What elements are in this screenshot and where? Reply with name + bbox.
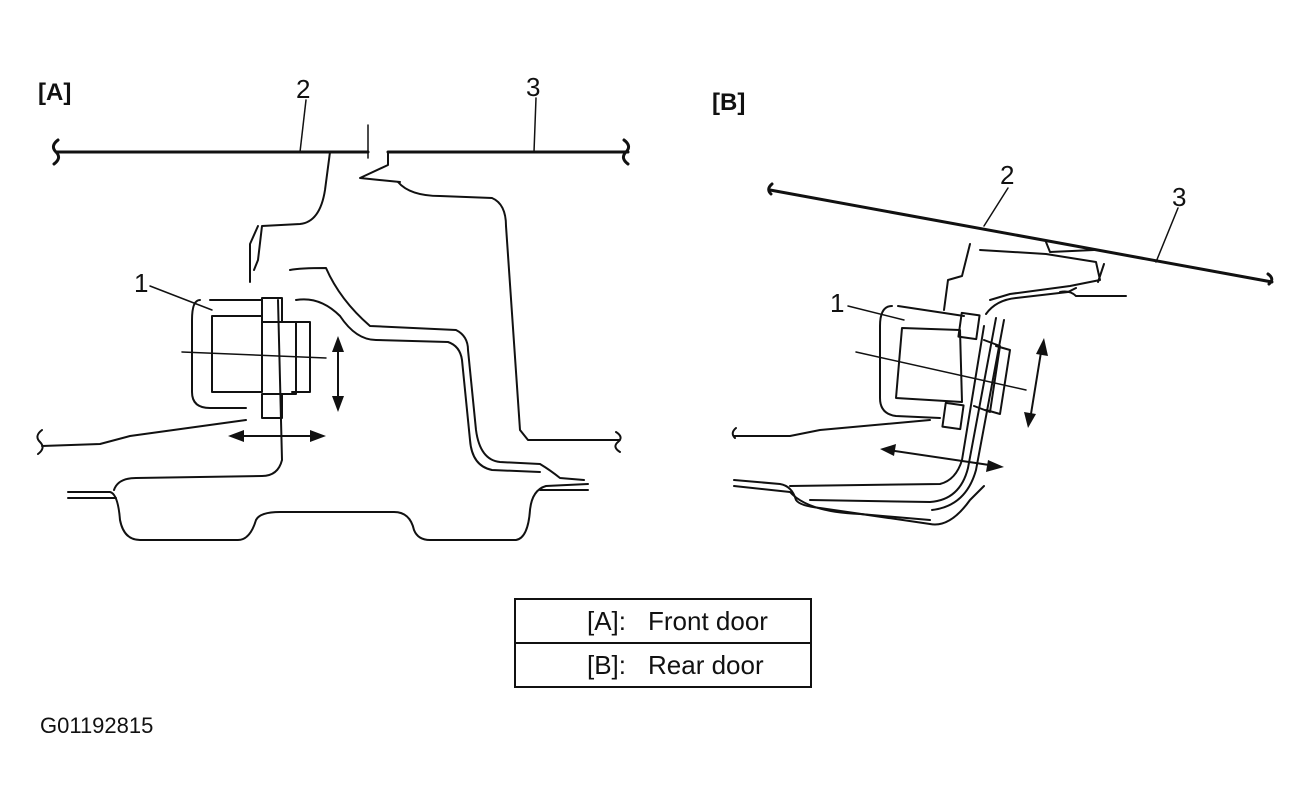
adjust-arrow-horizontal-b: [880, 444, 1004, 472]
hinge-axis-a: [181, 351, 327, 359]
sill-flange-b: [733, 485, 931, 521]
bolt-lower-a: [261, 393, 283, 419]
door-inner-mid-a: [295, 298, 541, 473]
body-panel-line-a3: [386, 138, 631, 166]
sill-a: [67, 483, 589, 541]
lower-body-b: [731, 419, 931, 439]
panel-label-b: [B]: [712, 89, 745, 116]
leader-a2: [299, 99, 307, 153]
body-panel-line-a2: [51, 138, 370, 166]
figure-code: G01192815: [40, 713, 154, 738]
legend-table: [A]: Front door [B]: Rear door: [514, 598, 812, 688]
door-inner-a: [289, 267, 585, 481]
panel-b-rear-door: [B]: [712, 89, 1274, 526]
bolt-upper-b: [957, 311, 981, 341]
flange-b: [1045, 241, 1095, 253]
hinge-plate-a: [281, 321, 311, 395]
pillar-outline-b: [943, 243, 1101, 311]
adjust-arrow-vertical-b: [1024, 338, 1048, 428]
sill-flange-a: [67, 489, 589, 499]
flange-a3: [359, 151, 401, 183]
door-inner-lower-a: [113, 299, 283, 491]
leader-b3: [1155, 207, 1179, 263]
legend-key: [B]:: [515, 642, 638, 687]
leader-a1: [149, 285, 213, 311]
callout-b2: 2: [1000, 160, 1014, 190]
hinge-bracket-a: [191, 299, 263, 409]
leader-a3: [533, 97, 537, 153]
legend-row: [A]: Front door: [515, 599, 811, 643]
adjust-arrow-vertical-a: [332, 336, 344, 412]
leader-b1: [847, 305, 905, 321]
door-outer-a: [397, 181, 622, 453]
panel-label-a: [A]: [38, 79, 71, 106]
panel-a-front-door: [A]: [36, 72, 631, 541]
adjust-arrow-horizontal-a: [228, 430, 326, 442]
legend-row: [B]: Rear door: [515, 642, 811, 687]
callout-a2: 2: [296, 74, 310, 104]
hinge-bracket-b: [879, 305, 965, 419]
sill-b: [733, 479, 985, 526]
callout-b1: 1: [830, 288, 844, 318]
body-panel-line-b: [767, 182, 1274, 286]
callout-a3: 3: [526, 72, 540, 102]
lower-body-a: [36, 419, 247, 455]
leader-b2: [983, 187, 1009, 227]
hinge-axis-b: [855, 351, 1027, 391]
door-inner-lower-b: [809, 317, 1005, 511]
callout-b3: 3: [1172, 182, 1186, 212]
callout-a1: 1: [134, 268, 148, 298]
bolt-upper-a: [261, 297, 283, 323]
legend-value: Rear door: [638, 642, 811, 687]
legend-value: Front door: [648, 605, 768, 636]
legend-key: [A]:: [586, 605, 626, 636]
bolt-lower-b: [941, 401, 965, 431]
pillar-outline-a: [249, 151, 331, 283]
